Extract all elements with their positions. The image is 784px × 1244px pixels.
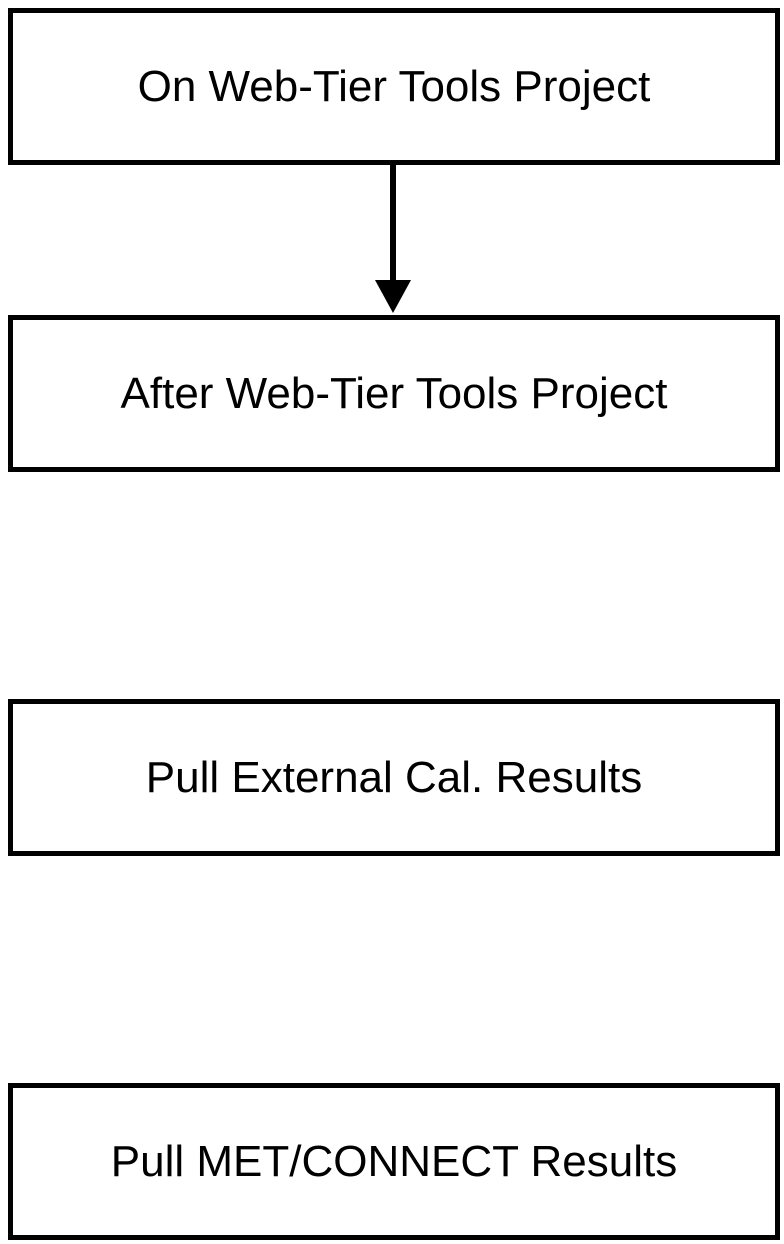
node-on-web-tier-tools-project: On Web-Tier Tools Project [8, 8, 780, 165]
node-pull-external-cal-results: Pull External Cal. Results [8, 699, 780, 856]
node-label: On Web-Tier Tools Project [137, 61, 651, 111]
node-label: Pull External Cal. Results [145, 752, 643, 802]
node-pull-met-connect-results: Pull MET/CONNECT Results [8, 1083, 780, 1240]
node-after-web-tier-tools-project: After Web-Tier Tools Project [8, 315, 780, 472]
node-label: Pull MET/CONNECT Results [110, 1136, 678, 1186]
arrowhead-icon [375, 280, 411, 313]
node-label: After Web-Tier Tools Project [120, 368, 668, 418]
